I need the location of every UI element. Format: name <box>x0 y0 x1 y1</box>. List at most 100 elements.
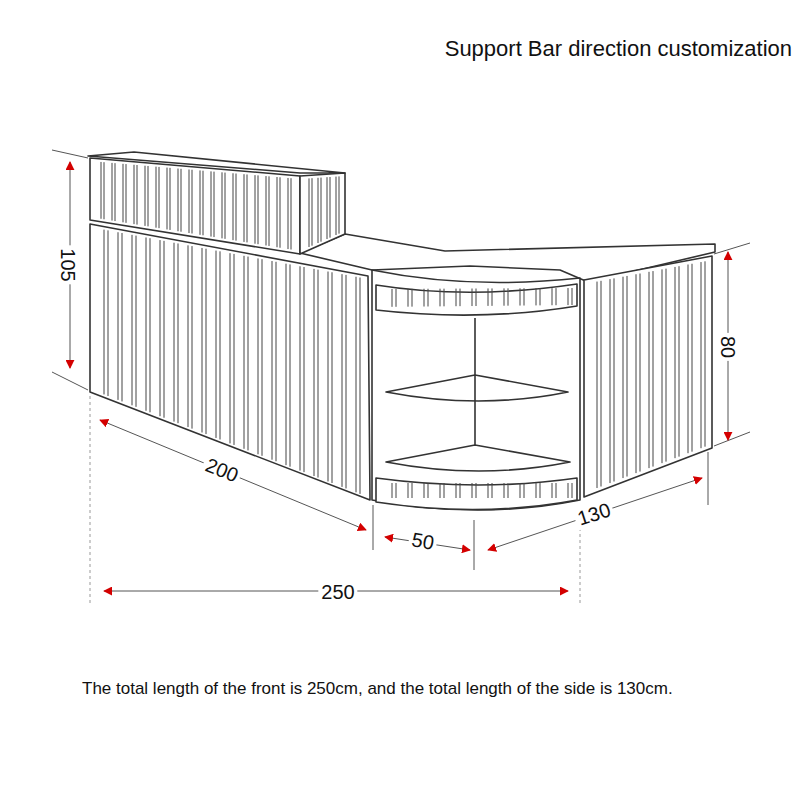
slat-line <box>104 230 105 395</box>
corner-back-edge <box>474 318 476 446</box>
slat-line <box>679 266 680 456</box>
dimension-value: 200 <box>200 452 245 487</box>
dimension-value: 250 <box>318 581 357 603</box>
slat-line <box>328 272 329 482</box>
slat-line <box>272 261 273 460</box>
slat-line <box>170 168 171 230</box>
slat-line <box>504 483 505 498</box>
slat-line <box>408 289 409 307</box>
slat-line <box>118 232 119 400</box>
dimension-value: 80 <box>717 333 739 361</box>
slat-line <box>189 169 190 233</box>
slat-line <box>460 289 461 307</box>
slat-line <box>356 277 357 493</box>
slat-line <box>280 177 281 247</box>
slat-line <box>312 178 313 245</box>
slat-line <box>339 176 340 233</box>
slat-line <box>300 266 301 470</box>
slat-line <box>247 174 248 242</box>
slat-line <box>136 236 137 407</box>
slat-line <box>408 483 409 498</box>
slat-line <box>360 278 361 494</box>
slat-line <box>424 483 425 498</box>
slat-line <box>148 166 149 226</box>
slat-line <box>508 483 509 498</box>
corner-bottom-band <box>376 478 577 510</box>
slat-line <box>244 256 245 449</box>
slat-line <box>164 241 165 418</box>
slat-line <box>258 258 259 454</box>
slat-line <box>524 288 525 305</box>
slat-line <box>286 264 287 465</box>
slat-line <box>200 170 201 234</box>
slat-line <box>225 173 226 239</box>
extension-line <box>52 372 88 390</box>
slat-line <box>216 251 217 438</box>
slat-line <box>396 483 397 498</box>
slat-line <box>146 237 147 410</box>
slat-line <box>336 177 337 235</box>
extension-line <box>90 396 91 606</box>
slat-line <box>476 289 477 307</box>
slat-line <box>396 289 397 307</box>
slat-line <box>572 483 573 498</box>
slat-line <box>230 253 231 443</box>
slat-line <box>552 483 553 498</box>
slat-line <box>556 483 557 498</box>
slat-line <box>214 172 215 237</box>
slat-line <box>688 265 689 454</box>
slat-line <box>115 163 116 221</box>
slat-line <box>255 175 256 244</box>
extension-line <box>714 243 750 254</box>
slat-line <box>188 245 189 427</box>
slat-line <box>137 165 138 225</box>
slat-line <box>132 235 133 405</box>
slat-line <box>150 238 151 412</box>
slat-line <box>428 289 429 307</box>
slat-line <box>428 483 429 498</box>
extension-line <box>373 505 374 550</box>
slat-line <box>258 175 259 244</box>
slat-line <box>627 276 628 477</box>
corner-unit <box>372 270 580 510</box>
slat-line <box>524 483 525 498</box>
slat-line <box>614 278 615 481</box>
slat-line <box>540 483 541 498</box>
slat-line <box>321 178 322 242</box>
dimension-value: 50 <box>407 528 439 555</box>
slat-line <box>444 289 445 307</box>
slat-line <box>123 164 124 223</box>
slat-line <box>649 272 650 468</box>
slat-line <box>248 257 249 451</box>
slat-line <box>244 174 245 242</box>
slat-line <box>492 288 493 305</box>
slat-line <box>290 264 291 466</box>
slat-line <box>444 483 445 498</box>
slat-line <box>488 288 489 305</box>
slat-line <box>460 483 461 498</box>
slat-line <box>536 483 537 498</box>
dimension-value: 105 <box>57 245 79 284</box>
slat-line <box>160 240 161 416</box>
slat-line <box>520 483 521 498</box>
slat-line <box>610 279 611 483</box>
slat-line <box>623 277 624 478</box>
slat-line <box>192 170 193 234</box>
slat-line <box>178 169 179 232</box>
slat-line <box>653 271 654 467</box>
slat-line <box>167 168 168 230</box>
slat-line <box>440 483 441 498</box>
slat-line <box>640 274 641 472</box>
slat-line <box>236 174 237 241</box>
slat-line <box>112 163 113 221</box>
slat-line <box>504 288 505 305</box>
slat-line <box>440 289 441 307</box>
slat-line <box>568 288 569 305</box>
slat-line <box>508 288 509 305</box>
upper-box-side <box>300 173 345 254</box>
side-cabinet <box>584 256 712 497</box>
slat-line <box>424 289 425 307</box>
extension-line <box>708 452 709 505</box>
slat-line <box>492 483 493 498</box>
slat-line <box>291 178 292 249</box>
